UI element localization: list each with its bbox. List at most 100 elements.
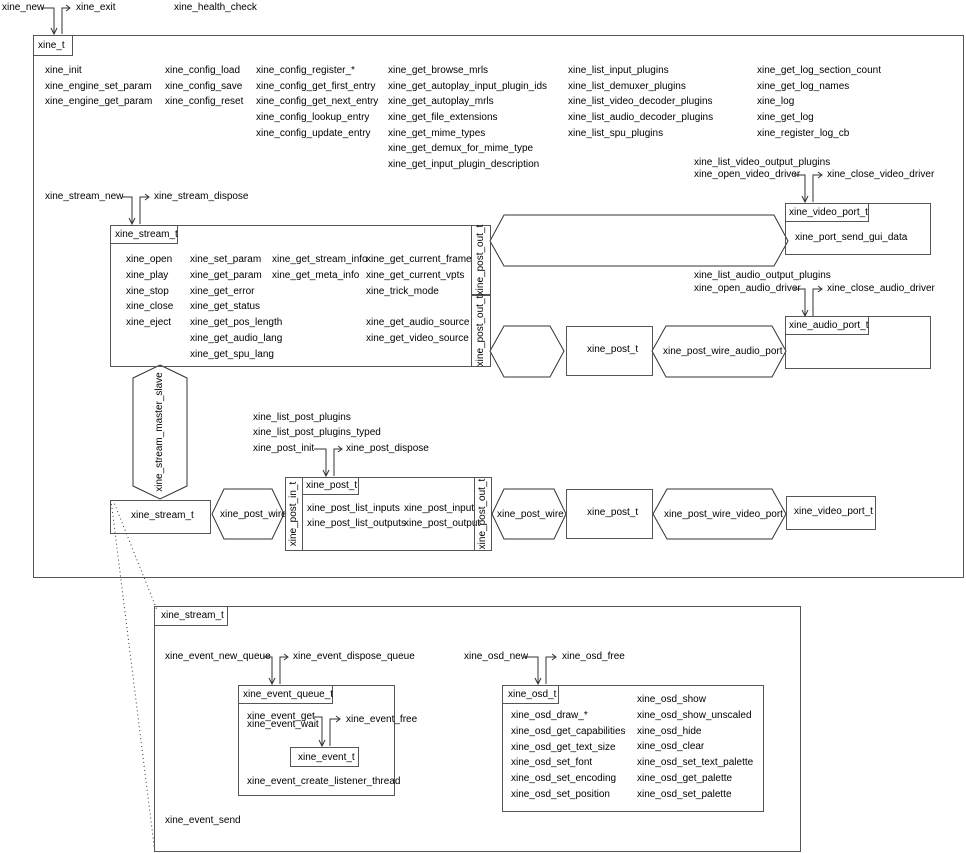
func-label: xine_get_status xyxy=(190,301,261,313)
xine-t-box xyxy=(33,35,964,578)
func-label: xine_get_autoplay_input_plugin_ids xyxy=(388,80,548,92)
func-label: xine_config_update_entry xyxy=(256,127,371,139)
event-t-box: xine_event_t xyxy=(290,747,359,767)
audio-port-title-box: xine_audio_port_t xyxy=(785,316,869,335)
close-audio-driver-label: xine_close_audio_driver xyxy=(827,283,935,294)
post-out-port-2 xyxy=(471,295,491,367)
post-wire-1-label: xine_post_wire xyxy=(220,509,287,520)
xine-t-col5: xine_list_input_plugins xine_list_demuxe… xyxy=(568,65,713,140)
post-wire-video-port-label: xine_post_wire_video_port xyxy=(664,509,783,520)
event-free-label: xine_event_free xyxy=(346,714,418,725)
func-label: xine_list_audio_decoder_plugins xyxy=(568,112,714,124)
post-out-label-2: xine_post_out_t xyxy=(475,295,486,367)
func-label: xine_osd_hide xyxy=(637,725,702,737)
func-label: xine_get_log_names xyxy=(757,80,850,92)
stream-col1: xine_open xine_play xine_stop xine_close… xyxy=(126,254,173,329)
post-t-box-2: xine_post_t xyxy=(566,489,653,539)
func-label: xine_list_spu_plugins xyxy=(568,127,664,139)
post-dispose-label: xine_post_dispose xyxy=(346,443,429,454)
post-input-label: xine_post_input xyxy=(404,503,475,514)
event-listener-thread-label: xine_event_create_listener_thread xyxy=(247,776,401,787)
func-label: xine_osd_get_palette xyxy=(637,772,733,784)
func-label: xine_list_input_plugins xyxy=(568,65,669,76)
func-label: xine_osd_get_capabilities xyxy=(511,725,626,737)
event-get-label: xine_event_get xyxy=(247,711,315,722)
detail-title: xine_stream_t xyxy=(161,610,224,621)
post-list-inputs-label: xine_post_list_inputs xyxy=(307,503,400,514)
xine-t-col1: xine_init xine_engine_set_param xine_eng… xyxy=(45,65,152,108)
osd-title: xine_osd_t xyxy=(508,689,557,700)
func-label: xine_osd_set_position xyxy=(511,788,610,800)
stream-t-row2-box: xine_stream_t xyxy=(110,500,211,534)
func-label: xine_get_autoplay_mrls xyxy=(388,96,494,108)
post-output-label: xine_post_output xyxy=(404,518,481,529)
func-label: xine_register_log_cb xyxy=(757,127,850,139)
event-queue-title-box: xine_event_queue_t xyxy=(238,685,333,704)
post-out-row2-label: xine_post_out_t xyxy=(477,478,488,550)
func-label: xine_osd_set_palette xyxy=(637,788,732,800)
stream-t-row2-label: xine_stream_t xyxy=(131,510,194,521)
video-port-row2-label: xine_video_port_t xyxy=(794,506,873,517)
xine-exit-label: xine_exit xyxy=(76,2,116,13)
xine-t-col4: xine_get_browse_mrls xine_get_autoplay_i… xyxy=(388,65,547,171)
xine-t-col2: xine_config_load xine_config_save xine_c… xyxy=(165,65,243,108)
stream-col2: xine_set_param xine_get_param xine_get_e… xyxy=(190,254,282,361)
func-label: xine_get_error xyxy=(190,285,255,297)
func-label: xine_get_input_plugin_description xyxy=(388,159,540,171)
post-t-row2-title: xine_post_t xyxy=(306,480,358,491)
func-label: xine_get_spu_lang xyxy=(190,348,274,360)
func-label: xine_config_reset xyxy=(165,96,244,108)
func-label: xine_osd_get_text_size xyxy=(511,741,616,753)
func-label: xine_osd_set_encoding xyxy=(511,773,617,785)
xine-health-check-label: xine_health_check xyxy=(174,2,257,13)
func-label: xine_get_param xyxy=(190,269,262,281)
post-list-outputs-label: xine_post_list_outputs xyxy=(307,518,406,529)
func-label: xine_get_file_extensions xyxy=(388,112,498,124)
func-label: xine_get_audio_source xyxy=(366,317,470,328)
osd-title-box: xine_osd_t xyxy=(502,685,559,704)
post-t-box-1: xine_post_t xyxy=(566,326,653,376)
func-label: xine_osd_set_text_palette xyxy=(637,757,754,769)
func-label: xine_osd_show_unscaled xyxy=(637,709,752,721)
func-label: xine_get_stream_info xyxy=(272,254,368,265)
func-label: xine_config_lookup_entry xyxy=(256,112,370,124)
event-send-label: xine_event_send xyxy=(165,815,241,826)
func-label: xine_init xyxy=(45,65,82,76)
func-label: xine_stop xyxy=(126,285,169,297)
func-label: xine_osd_draw_* xyxy=(511,710,588,721)
func-label: xine_get_current_frame xyxy=(366,254,472,265)
video-port-title: xine_video_port_t xyxy=(789,207,868,218)
func-label: xine_close xyxy=(126,301,174,313)
func-label: xine_get_pos_length xyxy=(190,317,283,329)
osd-new-label: xine_osd_new xyxy=(464,651,528,662)
func-label: xine_engine_get_param xyxy=(45,96,153,108)
list-post-plugins-typed-label: xine_list_post_plugins_typed xyxy=(253,427,381,438)
event-queue-title: xine_event_queue_t xyxy=(243,689,334,700)
post-t-row2-title-box: xine_post_t xyxy=(302,477,359,495)
post-wire-2-label: xine_post_wire xyxy=(497,509,564,520)
func-label: xine_list_video_decoder_plugins xyxy=(568,96,713,108)
stream-new-label: xine_stream_new xyxy=(45,191,124,202)
osd-col1: xine_osd_draw_* xine_osd_get_capabilitie… xyxy=(511,710,626,801)
func-label: xine_config_register_* xyxy=(256,65,355,76)
xine-new-label: xine_new xyxy=(2,2,45,13)
stream-col3: xine_get_stream_info xine_get_meta_info xyxy=(272,254,368,282)
func-label: xine_get_log_section_count xyxy=(757,65,881,76)
open-audio-driver-label: xine_open_audio_driver xyxy=(694,283,801,294)
func-label: xine_eject xyxy=(126,317,172,329)
osd-free-label: xine_osd_free xyxy=(562,651,625,662)
close-video-driver-label: xine_close_video_driver xyxy=(827,169,935,180)
xine-t-col6: xine_get_log_section_count xine_get_log_… xyxy=(757,65,881,140)
func-label: xine_get_demux_for_mime_type xyxy=(388,143,534,155)
func-label: xine_osd_set_font xyxy=(511,757,593,769)
post-out-label-1: xine_post_out_t xyxy=(475,224,486,296)
post-in-port xyxy=(285,477,303,551)
func-label: xine_get_meta_info xyxy=(272,269,360,281)
audio-port-title: xine_audio_port_t xyxy=(789,320,869,331)
stream-col4b: xine_get_audio_source xine_get_video_sou… xyxy=(366,317,469,345)
stream-dispose-label: xine_stream_dispose xyxy=(154,191,249,202)
func-label: xine_osd_clear xyxy=(637,741,705,753)
stream-box-title: xine_stream_t xyxy=(115,229,178,240)
func-label: xine_play xyxy=(126,269,169,281)
